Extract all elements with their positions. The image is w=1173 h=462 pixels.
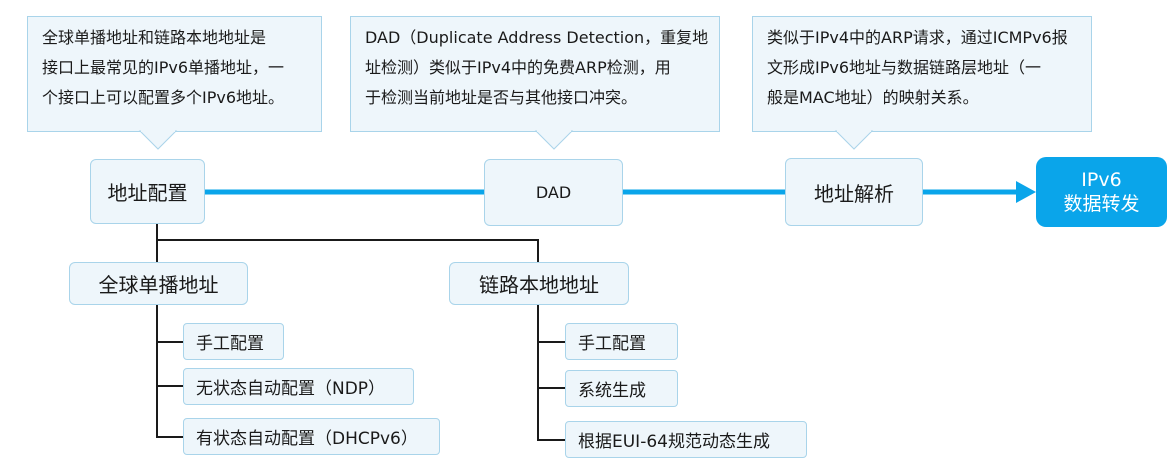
callout-line: 接口上最常见的IPv6单播地址，一 <box>42 58 285 77</box>
ipv6-forwarding-node: IPv6 数据转发 <box>1036 157 1167 227</box>
leaf-label: 手工配置 <box>196 334 264 354</box>
callout-line: 类似于IPv4中的ARP请求，通过ICMPv6报 <box>767 28 1068 47</box>
flow-arrowhead <box>1016 181 1036 203</box>
address-resolution-callout: 类似于IPv4中的ARP请求，通过ICMPv6报 文形成IPv6地址与数据链路层… <box>752 16 1092 132</box>
leaf-label: 根据EUI-64规范动态生成 <box>578 432 770 452</box>
final-label-line: IPv6 <box>1081 169 1122 191</box>
address-resolution-node: 地址解析 <box>785 158 923 226</box>
node-label: 链路本地地址 <box>479 273 599 297</box>
dad-node: DAD <box>484 159 623 226</box>
callout-line: 般是MAC地址）的映射关系。 <box>767 88 979 107</box>
dad-callout: DAD（Duplicate Address Detection，重复地 址检测）… <box>350 16 720 132</box>
callout-line: 址检测）类似于IPv4中的免费ARP检测，用 <box>365 58 671 77</box>
node-label: DAD <box>535 183 572 202</box>
address-config-node: 地址配置 <box>90 159 205 224</box>
global-unicast-node: 全球单播地址 <box>69 262 248 305</box>
linklocal-system-generated: 系统生成 <box>565 370 678 407</box>
linklocal-eui64-generated: 根据EUI-64规范动态生成 <box>565 421 807 458</box>
callout-line: 文形成IPv6地址与数据链路层地址（一 <box>767 58 1042 77</box>
node-label: 全球单播地址 <box>98 273 219 297</box>
address-config-callout: 全球单播地址和链路本地地址是 接口上最常见的IPv6单播地址，一 个接口上可以配… <box>27 16 322 132</box>
callout-line: 个接口上可以配置多个IPv6地址。 <box>42 88 285 107</box>
leaf-label: 无状态自动配置（NDP） <box>196 379 386 399</box>
leaf-label: 手工配置 <box>578 334 646 354</box>
linklocal-manual-config: 手工配置 <box>565 323 678 360</box>
node-label: 地址解析 <box>814 181 894 206</box>
node-label: 地址配置 <box>107 181 188 205</box>
final-label-line: 数据转发 <box>1063 193 1140 215</box>
callout-line: 于检测当前地址是否与其他接口冲突。 <box>365 88 638 107</box>
callout-line: DAD（Duplicate Address Detection，重复地 <box>365 28 709 47</box>
leaf-label: 系统生成 <box>578 381 646 401</box>
leaf-label: 有状态自动配置（DHCPv6） <box>196 429 418 449</box>
global-manual-config: 手工配置 <box>183 323 284 360</box>
global-stateful-autoconfig: 有状态自动配置（DHCPv6） <box>183 418 440 455</box>
link-local-node: 链路本地地址 <box>449 262 629 305</box>
global-stateless-autoconfig: 无状态自动配置（NDP） <box>183 368 414 405</box>
callout-line: 全球单播地址和链路本地地址是 <box>42 28 267 47</box>
